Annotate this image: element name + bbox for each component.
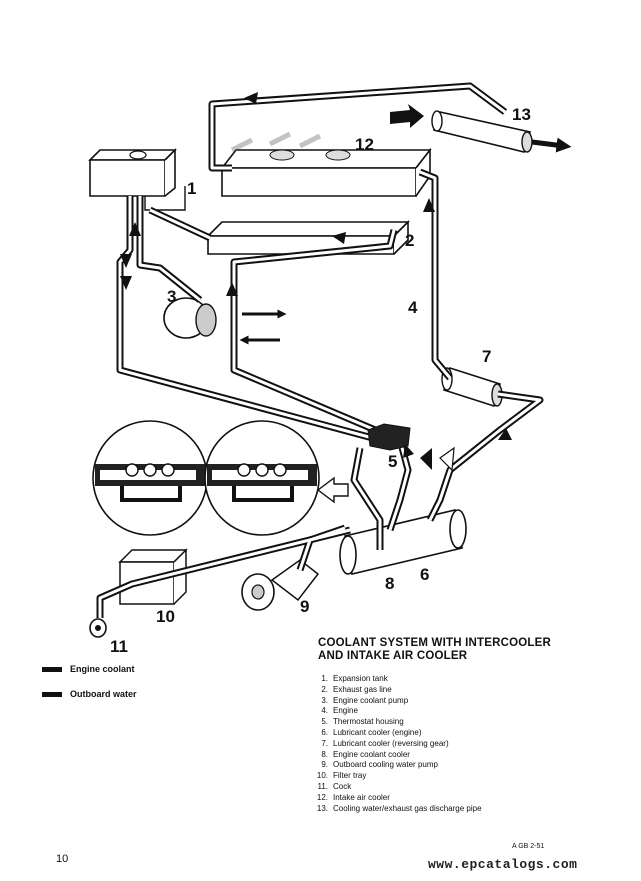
detail-pointer-arrow	[316, 476, 349, 504]
title-line-2: AND INTAKE AIR COOLER	[318, 650, 468, 662]
legend-swatch-outboard-water	[42, 691, 62, 697]
parts-list-item: 5.Thermostat housing	[321, 717, 404, 727]
label-1: 1	[187, 179, 196, 198]
label-4: 4	[408, 298, 418, 317]
parts-list-item: 1.Expansion tank	[321, 674, 388, 683]
thermostat-detail-open	[204, 420, 320, 536]
parts-list-item: 2.Exhaust gas line	[321, 684, 392, 694]
label-2: 2	[405, 231, 414, 250]
page-number: 10	[56, 853, 69, 865]
document-code: A GB 2-51	[512, 843, 545, 850]
thermostat-housing-shape	[367, 423, 411, 451]
parts-list-item: 9.Outboard cooling water pump	[321, 760, 438, 770]
legend-outboard-water: Outboard water	[42, 689, 137, 699]
watermark-url: www.epcatalogs.com	[428, 857, 578, 872]
label-10: 10	[156, 607, 175, 626]
engine-coolant-cooler-shape	[339, 509, 467, 575]
legend-swatch-engine-coolant	[42, 666, 62, 672]
label-11: 11	[110, 637, 128, 656]
parts-list-item: 7.Lubricant cooler (reversing gear)	[321, 738, 449, 748]
discharge-out-arrow	[531, 137, 572, 153]
label-6: 6	[420, 565, 429, 584]
parts-list-item: 12.Intake air cooler	[316, 792, 390, 802]
legend-label-engine-coolant: Engine coolant	[70, 664, 135, 674]
parts-list-item: 3.Engine coolant pump	[321, 695, 409, 705]
parts-list-item: 4.Engine	[321, 706, 358, 716]
parts-list-item: 8.Engine coolant cooler	[321, 749, 410, 759]
parts-list-item: 11.Cock	[317, 781, 352, 791]
label-7: 7	[482, 347, 491, 366]
engine-coolant-pump-shape	[163, 297, 217, 339]
cock-shape	[89, 618, 107, 638]
exhaust-in-arrow	[390, 104, 424, 128]
reversing-gear-cooler-shape	[441, 366, 503, 408]
coolant-piping	[96, 82, 544, 618]
diagram-title: COOLANT SYSTEM WITH INTERCOOLER AND INTA…	[318, 637, 551, 663]
outboard-water-pump-shape	[241, 559, 320, 611]
title-line-1: COOLANT SYSTEM WITH INTERCOOLER	[318, 637, 551, 649]
label-3: 3	[167, 287, 176, 306]
thermostat-detail-closed	[92, 420, 208, 536]
legend-engine-coolant: Engine coolant	[42, 664, 135, 674]
legend-label-outboard-water: Outboard water	[70, 689, 137, 699]
label-9: 9	[300, 597, 309, 616]
flow-arrows	[120, 92, 512, 472]
label-5: 5	[388, 452, 397, 471]
parts-list-item: 13.Cooling water/exhaust gas discharge p…	[316, 803, 482, 813]
discharge-pipe-shape	[431, 110, 533, 153]
expansion-tank-shape	[88, 148, 186, 211]
parts-list-item: 10.Filter tray	[316, 771, 367, 781]
label-8: 8	[385, 574, 394, 593]
label-13: 13	[512, 105, 531, 124]
label-12: 12	[355, 135, 374, 154]
intake-air-cooler-shape	[220, 131, 432, 197]
parts-list-item: 6.Lubricant cooler (engine)	[321, 727, 422, 737]
parts-list: 1.Expansion tank 2.Exhaust gas line 3.En…	[312, 674, 482, 814]
